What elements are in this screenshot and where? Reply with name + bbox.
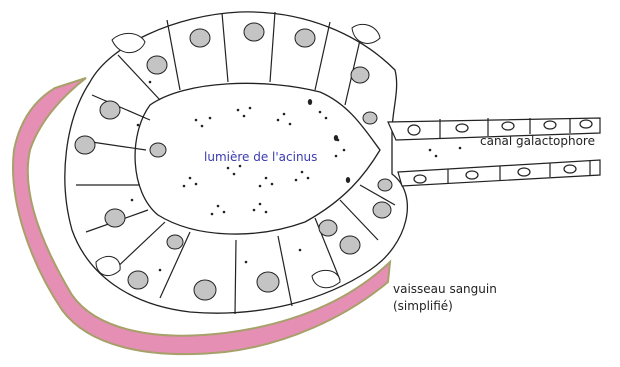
vessel-label-note: (simplifié)	[393, 300, 453, 312]
lumen-label: lumière de l'acinus	[204, 151, 317, 163]
vessel-label: vaisseau sanguin	[393, 283, 497, 295]
duct	[388, 118, 600, 186]
duct-label: canal galactophore	[480, 135, 595, 147]
